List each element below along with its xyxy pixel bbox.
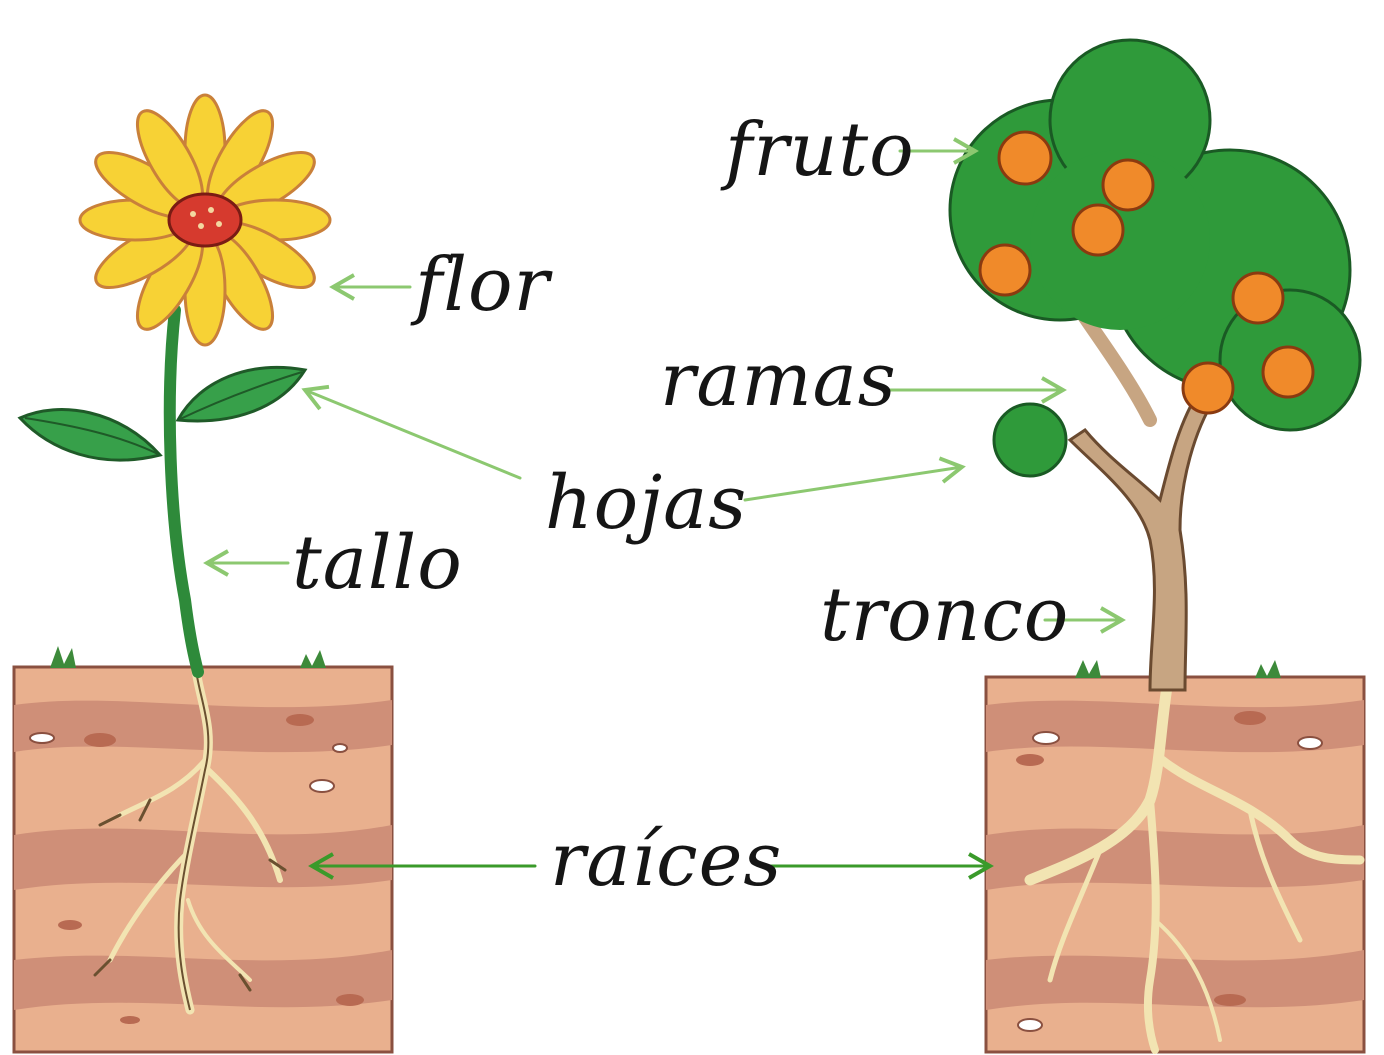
label-raices: raíces (550, 817, 782, 903)
flower-head (80, 95, 330, 345)
tree-trunk (1070, 390, 1215, 690)
orange-tree (950, 40, 1364, 1052)
flower-leaves (20, 367, 305, 460)
label-flor: flor (410, 242, 554, 328)
arrow-hojas-left (305, 390, 520, 478)
arrow-hojas-right (745, 467, 962, 500)
label-hojas: hojas (545, 460, 747, 546)
label-tallo: tallo (292, 520, 463, 606)
label-ramas: ramas (660, 337, 897, 423)
label-tronco: tronco (820, 572, 1069, 658)
flower-stem (170, 310, 198, 672)
label-fruto: fruto (720, 107, 915, 193)
